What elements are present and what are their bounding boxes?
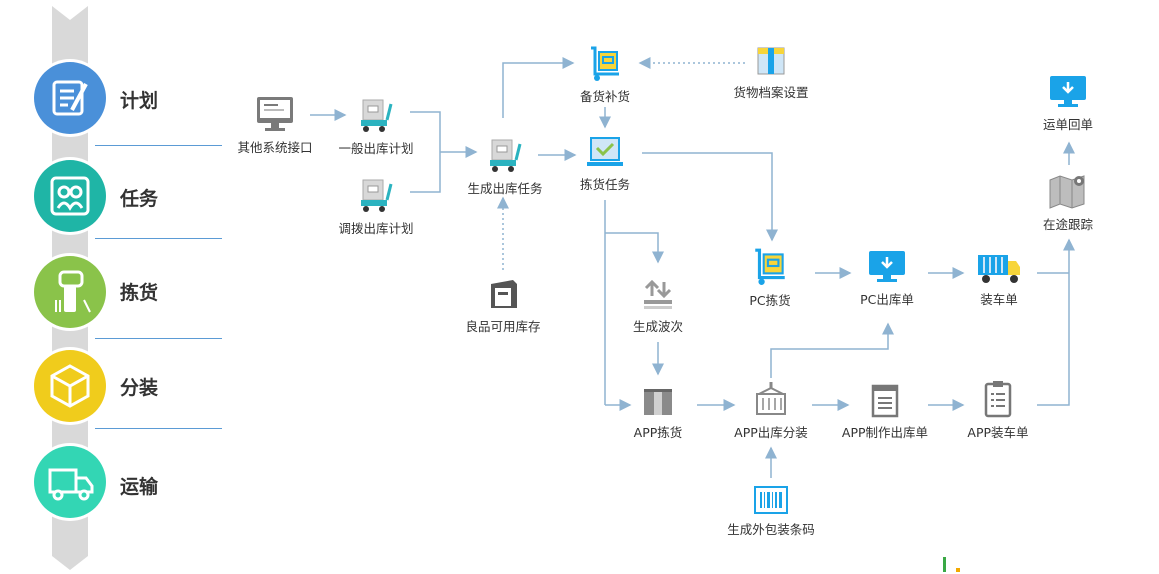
clipboard-icon — [984, 381, 1012, 418]
stage-picking-badge — [34, 256, 106, 328]
stage-divider — [95, 428, 222, 429]
node-app-picking: APP拣货 — [588, 384, 728, 441]
node-label: PC拣货 — [749, 293, 791, 308]
node-pc-outbound-order: PC出库单 — [817, 249, 957, 308]
node-label: 在途跟踪 — [1042, 217, 1093, 232]
box-icon — [491, 280, 517, 308]
corner-mark — [943, 557, 946, 572]
node-general-outbound-plan: 一般出库计划 — [306, 96, 446, 157]
node-other-system: 其他系统接口 — [205, 95, 345, 156]
node-label: 其他系统接口 — [237, 140, 313, 155]
node-label: 调拨出库计划 — [338, 221, 414, 236]
node-label: APP出库分装 — [734, 425, 808, 440]
corner-mark — [956, 568, 960, 572]
node-label: 货物档案设置 — [733, 85, 809, 100]
barcode-icon — [754, 486, 788, 514]
monitor-download-icon — [1050, 76, 1086, 107]
node-good-available-stock: 良品可用库存 — [433, 276, 573, 335]
node-app-make-outbound-order: APP制作出库单 — [815, 384, 955, 441]
node-label: APP拣货 — [633, 425, 683, 440]
node-pc-picking: PC拣货 — [700, 246, 840, 309]
document-icon — [871, 384, 899, 418]
laptop-check-icon — [587, 137, 623, 166]
node-stock-replenish: 备货补货 — [535, 44, 675, 105]
stage-split-badge — [34, 350, 106, 422]
map-pin-icon — [1049, 175, 1085, 209]
monitor-icon — [257, 97, 293, 131]
cart-icon — [361, 99, 393, 132]
box-icon — [50, 364, 90, 408]
truck-icon — [978, 255, 1020, 283]
monitor-download-icon — [869, 251, 905, 282]
stage-label-split: 分装 — [120, 377, 159, 399]
stage-label-picking: 拣货 — [120, 282, 159, 304]
node-generate-wave: 生成波次 — [588, 276, 728, 335]
stage-task-badge — [34, 160, 106, 232]
node-label: APP装车单 — [967, 425, 1029, 440]
stage-transport-badge — [34, 446, 106, 518]
stage-label-plan: 计划 — [120, 90, 159, 112]
node-label: 一般出库计划 — [338, 141, 414, 156]
node-loading-order: 装车单 — [929, 251, 1069, 308]
cart-icon — [361, 179, 393, 212]
hand-truck-icon — [755, 248, 785, 285]
team-icon — [50, 176, 90, 216]
node-label: 良品可用库存 — [465, 319, 541, 334]
node-app-loading-order: APP装车单 — [928, 380, 1068, 441]
stage-plan-badge — [34, 62, 106, 134]
node-label: 生成外包装条码 — [727, 522, 815, 537]
box-icon — [644, 389, 672, 415]
stage-label-task: 任务 — [120, 188, 159, 210]
node-app-outbound-split: APP出库分装 — [701, 380, 841, 441]
node-label: 拣货任务 — [579, 177, 630, 192]
node-in-transit-tracking: 在途跟踪 — [998, 172, 1138, 233]
node-picking-task: 拣货任务 — [535, 136, 675, 193]
sort-arrows-icon — [644, 279, 672, 309]
node-label: 备货补货 — [579, 89, 630, 104]
node-waybill-receipt: 运单回单 — [998, 74, 1138, 133]
hand-truck-icon — [591, 46, 619, 81]
node-label: PC出库单 — [860, 292, 914, 307]
node-label: 生成波次 — [632, 319, 683, 334]
node-label: 生成出库任务 — [467, 181, 543, 196]
node-transfer-outbound-plan: 调拨出库计划 — [306, 176, 446, 237]
node-generate-barcode: 生成外包装条码 — [701, 485, 841, 538]
scanner-icon — [55, 270, 91, 313]
package-icon — [757, 47, 785, 75]
cart-icon — [490, 139, 522, 172]
node-generate-outbound-task: 生成出库任务 — [435, 136, 575, 197]
node-label: APP制作出库单 — [841, 425, 929, 440]
stage-divider — [95, 145, 222, 146]
truck-icon — [48, 468, 94, 501]
node-label: 装车单 — [980, 292, 1018, 307]
stage-divider — [95, 338, 222, 339]
node-label: 运单回单 — [1042, 117, 1093, 132]
stage-divider — [95, 238, 222, 239]
crate-icon — [756, 382, 786, 415]
node-goods-archive-settings: 货物档案设置 — [701, 42, 841, 101]
plan-icon — [52, 80, 88, 116]
stage-label-transport: 运输 — [120, 476, 159, 498]
